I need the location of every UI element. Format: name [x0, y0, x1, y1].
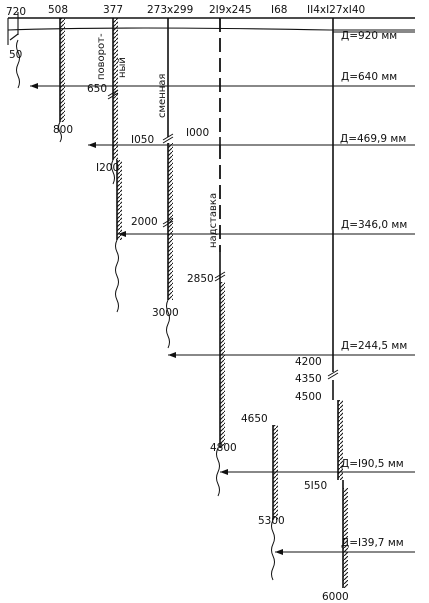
casing-273 [162, 18, 174, 349]
label-50: 50 [9, 49, 22, 61]
label-4350: 4350 [295, 373, 322, 385]
diameter-469-9: Д=469,9 мм [340, 133, 406, 145]
diameter-920: Д=920 мм [341, 30, 397, 42]
diameter-190-5: Д=I90,5 мм [341, 458, 404, 470]
casing-508 [58, 18, 65, 143]
label-smennaya: сменная [157, 74, 168, 118]
label-1050: I050 [131, 134, 154, 146]
diameter-244-5: Д=244,5 мм [341, 340, 407, 352]
label-1000: I000 [186, 127, 209, 139]
diameter-640: Д=640 мм [341, 71, 397, 83]
label-4800: 4800 [210, 442, 237, 454]
label-4650: 4650 [241, 413, 268, 425]
label-6000: 6000 [322, 591, 349, 603]
label-povorot: поворот- [96, 33, 107, 80]
header-lines [7, 12, 415, 45]
label-4200: 4200 [295, 356, 322, 368]
label-650: 650 [87, 83, 107, 95]
label-508: 508 [48, 4, 68, 16]
label-800: 800 [53, 124, 73, 136]
casing-114 [327, 18, 348, 588]
label-3000: 3000 [152, 307, 179, 319]
casing-219 [214, 18, 226, 497]
label-1200: I200 [96, 162, 119, 174]
label-2000: 2000 [131, 216, 158, 228]
label-5150: 5I50 [304, 480, 327, 492]
label-nyi: ный [117, 57, 128, 78]
casing-720-wavy [16, 39, 20, 89]
label-2850: 2850 [187, 273, 214, 285]
label-377: 377 [103, 4, 123, 16]
label-nadstavka: надставка [208, 193, 219, 248]
label-4500: 4500 [295, 391, 322, 403]
casing-168 [271, 425, 278, 581]
diameter-346-0: Д=346,0 мм [341, 219, 407, 231]
label-5300: 5300 [258, 515, 285, 527]
label-219x245: 2I9x245 [209, 4, 252, 16]
label-273x299: 273x299 [147, 4, 193, 16]
label-168: I68 [271, 4, 287, 16]
diameter-lines [30, 31, 415, 555]
casing-377 [107, 18, 122, 313]
label-720: 720 [6, 6, 26, 18]
label-114x127x140: II4xI27xI40 [307, 4, 365, 16]
diameter-139-7: Д=I39,7 мм [341, 537, 404, 549]
